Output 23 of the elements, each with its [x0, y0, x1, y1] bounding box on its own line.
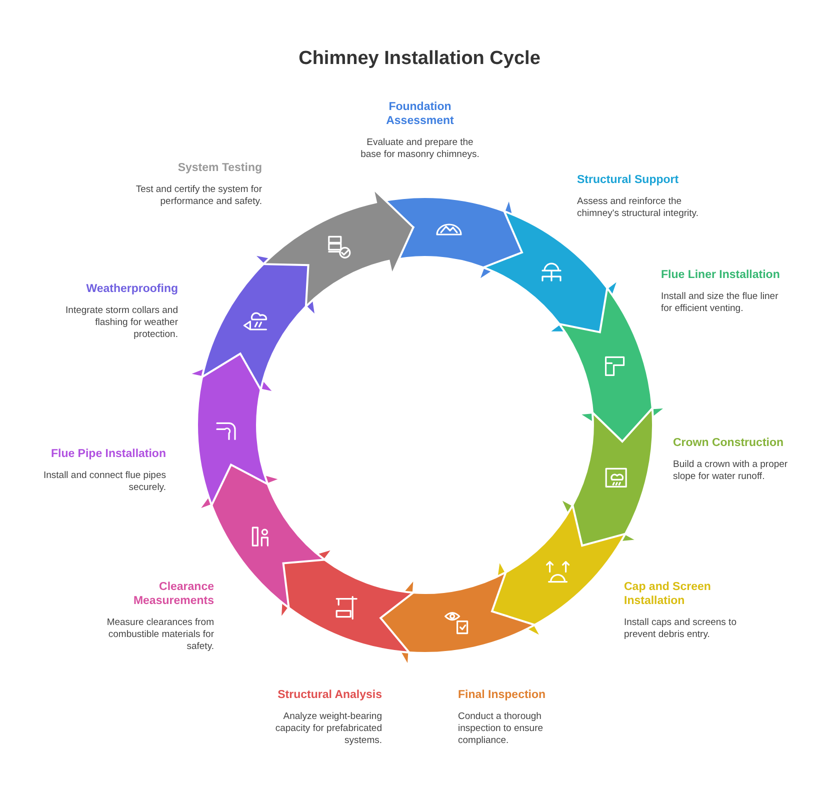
step-title: Foundation Assessment [385, 100, 455, 128]
step-title: Structural Support [577, 173, 680, 187]
step-description: Build a crown with a proper slope for water runoff. [673, 459, 789, 483]
step-description: Evaluate and prepare the base for masonry chimneys. [360, 137, 480, 161]
step-title: Flue Liner Installation [661, 268, 781, 282]
step-title: System Testing [176, 161, 262, 175]
step-description: Install and connect flue pipes securely. [42, 470, 166, 494]
step-description: Install caps and screens to prevent debris entry. [624, 617, 738, 641]
step-title: Structural Analysis [276, 688, 382, 702]
step-description: Install and size the flue liner for efficient venting. [661, 291, 780, 315]
step-title: Weatherproofing [85, 282, 178, 296]
step-description: Measure clearances from combustible materials for safety. [106, 617, 214, 653]
step-title: Final Inspection [458, 688, 547, 702]
step-title: Flue Pipe Installation [50, 447, 166, 461]
diagram-title: Chimney Installation Cycle [298, 48, 542, 70]
step-description: Conduct a thorough inspection to ensure compliance. [458, 711, 544, 747]
step-description: Test and certify the system for performance and safety. [134, 184, 262, 208]
step-title: Clearance Measurements [132, 580, 214, 608]
step-description: Integrate storm collars and flashing for weather protection. [64, 305, 178, 341]
step-title: Crown Construction [673, 436, 785, 450]
step-title: Cap and Screen Installation [624, 580, 712, 608]
step-description: Assess and reinforce the chimney's structural integrity. [577, 196, 700, 220]
step-description: Analyze weight-bearing capacity for prefabricated systems. [274, 711, 382, 747]
